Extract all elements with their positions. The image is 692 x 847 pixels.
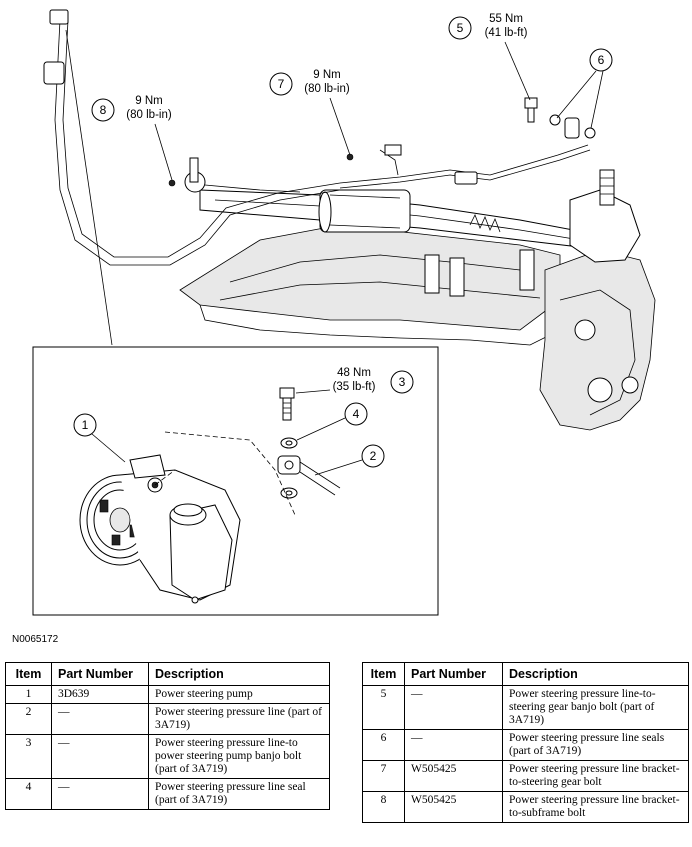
col-header-description: Description [148,662,330,686]
svg-text:7: 7 [278,77,285,91]
table-row: 4 — Power steering pressure line seal (p… [5,778,330,810]
svg-text:4: 4 [353,407,360,421]
table-row: 3 — Power steering pressure line-to powe… [5,734,330,779]
part-description: Power steering pressure line (part of 3A… [148,703,330,735]
svg-text:9 Nm: 9 Nm [313,69,340,81]
callout-8: 8 9 Nm (80 lb-in) [91,95,173,181]
callout-5: 5 55 Nm (41 lb-ft) [448,13,531,101]
power-steering-pump [79,454,241,604]
table-header-row: Item Part Number Description [362,662,689,686]
part-description: Power steering pressure line seal (part … [148,778,330,810]
svg-text:9 Nm: 9 Nm [135,95,162,107]
table-row: 8 W505425 Power steering pressure line b… [362,791,689,823]
item-number: 8 [362,791,405,823]
svg-text:3: 3 [399,375,406,389]
col-header-description: Description [502,662,689,686]
table-row: 6 — Power steering pressure line seals (… [362,729,689,761]
part-description: Power steering pressure line seals (part… [502,729,689,761]
part-number: — [51,734,149,779]
svg-text:(41 lb-ft): (41 lb-ft) [485,27,528,39]
svg-text:55 Nm: 55 Nm [489,13,523,25]
parts-table-right: Item Part Number Description 5 — Power s… [362,662,689,823]
figure-code: N0065172 [12,634,59,645]
part-description: Power steering pressure line bracket-to-… [502,791,689,823]
callout-6: 6 [556,48,613,129]
part-number: W505425 [404,760,503,792]
callout-7: 7 9 Nm (80 lb-in) [269,69,351,156]
subframe-assembly [179,224,656,431]
svg-text:8: 8 [100,103,107,117]
svg-text:2: 2 [370,449,377,463]
part-number: 3D639 [51,685,149,704]
part-number: — [51,778,149,810]
callout-3: 3 48 Nm (35 lb-ft) [295,367,414,394]
col-header-part-number: Part Number [404,662,503,686]
item-number: 3 [5,734,52,779]
svg-text:5: 5 [457,21,464,35]
steering-gear [184,157,641,263]
table-row: 5 — Power steering pressure line-to-stee… [362,685,689,730]
pressure-line-hose [43,9,596,266]
table-row: 7 W505425 Power steering pressure line b… [362,760,689,792]
part-description: Power steering pressure line bracket-to-… [502,760,689,792]
item-number: 5 [362,685,405,730]
col-header-item: Item [5,662,52,686]
exploded-view-diagram: 5 55 Nm (41 lb-ft) 6 7 9 Nm (80 lb-in) 8… [32,9,656,616]
table-header-row: Item Part Number Description [5,662,330,686]
svg-text:1: 1 [82,418,89,432]
item-number: 1 [5,685,52,704]
item-number: 2 [5,703,52,735]
col-header-part-number: Part Number [51,662,149,686]
inset-leader [65,29,113,346]
part-number: — [51,703,149,735]
svg-text:48 Nm: 48 Nm [337,367,371,379]
svg-text:(35 lb-ft): (35 lb-ft) [333,381,376,393]
callout-4: 4 [296,402,368,441]
item-number: 6 [362,729,405,761]
part-description: Power steering pump [148,685,330,704]
item-number: 7 [362,760,405,792]
svg-text:6: 6 [598,53,605,67]
parts-table-left: Item Part Number Description 1 3D639 Pow… [5,662,330,810]
part-number: — [404,729,503,761]
part-number: — [404,685,503,730]
part-description: Power steering pressure line-to power st… [148,734,330,779]
callout-1: 1 [73,413,126,463]
part-number: W505425 [404,791,503,823]
svg-text:(80 lb-in): (80 lb-in) [304,83,350,95]
table-row: 1 3D639 Power steering pump [5,685,330,704]
item-number: 4 [5,778,52,810]
pump-inset-frame [32,346,439,616]
col-header-item: Item [362,662,405,686]
part-description: Power steering pressure line-to-steering… [502,685,689,730]
table-row: 2 — Power steering pressure line (part o… [5,703,330,735]
callout-2: 2 [314,444,385,476]
svg-text:(80 lb-in): (80 lb-in) [126,109,172,121]
inset-hardware [154,387,341,516]
